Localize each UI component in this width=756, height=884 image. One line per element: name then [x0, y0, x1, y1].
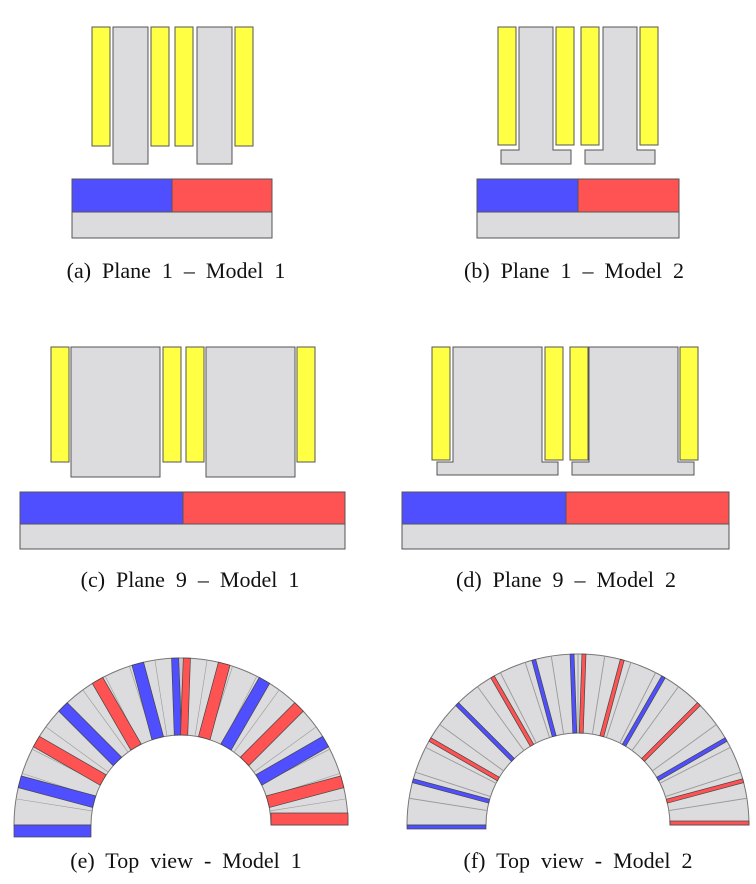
coil	[679, 346, 699, 461]
magnet-north	[656, 737, 728, 782]
magnet-south	[91, 676, 142, 751]
magnet-south	[665, 778, 745, 804]
caption-d: (d) Plane 9 – Model 2	[456, 567, 676, 592]
magnet-north	[401, 491, 567, 525]
caption-a: (a) Plane 1 – Model 1	[66, 258, 286, 283]
segment-divider	[550, 656, 565, 735]
magnet-north	[58, 702, 123, 767]
back-iron	[71, 211, 273, 239]
magnet-south	[32, 735, 107, 786]
coil	[91, 26, 111, 147]
segment-divider	[591, 656, 606, 735]
magnet-south	[171, 178, 273, 213]
coil	[162, 346, 182, 463]
magnet-north	[17, 775, 97, 808]
coil	[544, 346, 564, 461]
coil	[50, 346, 70, 463]
rotor-ring	[406, 653, 750, 826]
magnet-south	[599, 658, 625, 738]
magnet-north	[71, 178, 173, 213]
magnet-south	[265, 775, 345, 808]
segment-divider	[477, 686, 525, 751]
segment-divider	[425, 746, 497, 784]
stator-tooth	[196, 26, 233, 165]
segment-divider	[233, 689, 280, 753]
magnet-south	[198, 661, 231, 741]
caption-c: (c) Plane 9 – Model 1	[80, 567, 300, 592]
magnet-south	[239, 702, 304, 767]
magnet-south	[578, 653, 587, 734]
stator-tooth-with-shoe	[584, 26, 656, 165]
segment-divider	[16, 798, 93, 812]
stator-tooth-with-shoe	[436, 346, 559, 476]
coil	[185, 346, 205, 463]
segment-divider	[659, 746, 731, 784]
segment-divider	[269, 798, 346, 812]
segment-divider	[45, 726, 109, 773]
magnet-north	[220, 676, 271, 751]
back-iron	[19, 523, 346, 550]
magnet-south	[490, 675, 535, 747]
caption-f: (f) Top view - Model 2	[463, 848, 693, 873]
magnet-north	[621, 675, 666, 747]
coil	[296, 346, 316, 463]
magnet-north	[131, 661, 164, 741]
coil	[234, 26, 254, 147]
back-iron	[401, 523, 730, 550]
coil	[497, 26, 517, 146]
caption-e: (e) Top view - Model 1	[70, 848, 302, 873]
segment-divider	[652, 724, 717, 772]
magnet-north	[406, 824, 487, 830]
magnet-north	[13, 824, 92, 838]
segment-divider	[154, 660, 168, 737]
stator-tooth	[70, 346, 161, 478]
magnet-north	[255, 735, 330, 786]
magnet-north	[19, 491, 184, 525]
magnet-south	[669, 820, 750, 826]
segment-divider	[439, 724, 504, 772]
segment-divider	[631, 686, 679, 751]
segment-divider	[499, 672, 537, 744]
magnet-north	[531, 658, 557, 738]
segment-divider	[82, 689, 129, 753]
segment-divider	[415, 771, 491, 797]
stator-tooth	[112, 26, 149, 165]
segment-divider	[409, 797, 488, 812]
magnet-south	[577, 178, 680, 213]
caption-b: (b) Plane 1 – Model 2	[464, 258, 684, 283]
magnet-south	[180, 657, 191, 736]
segment-divider	[606, 662, 632, 738]
magnet-south	[565, 491, 730, 525]
back-iron	[476, 211, 680, 239]
magnet-north	[411, 778, 491, 804]
magnet-south	[270, 812, 349, 826]
stator-tooth-with-shoe	[500, 26, 572, 165]
segment-divider	[665, 771, 741, 797]
coil	[431, 346, 451, 461]
magnet-south	[641, 702, 701, 762]
magnet-south	[428, 737, 500, 782]
segment-divider	[253, 726, 317, 773]
magnet-north	[569, 653, 578, 734]
segment-divider	[524, 662, 550, 738]
magnet-north	[171, 657, 182, 736]
coil	[555, 26, 575, 146]
coil	[569, 346, 589, 461]
stator-tooth	[205, 346, 296, 478]
segment-divider	[668, 797, 747, 812]
segment-divider	[194, 660, 208, 737]
stator-tooth-with-shoe	[571, 346, 695, 476]
coil	[639, 26, 659, 146]
segment-divider	[619, 672, 657, 744]
magnet-north	[455, 702, 515, 762]
magnet-north	[476, 178, 579, 213]
coil	[174, 26, 194, 147]
coil	[580, 26, 600, 146]
magnet-south	[182, 491, 346, 525]
coil	[150, 26, 170, 147]
